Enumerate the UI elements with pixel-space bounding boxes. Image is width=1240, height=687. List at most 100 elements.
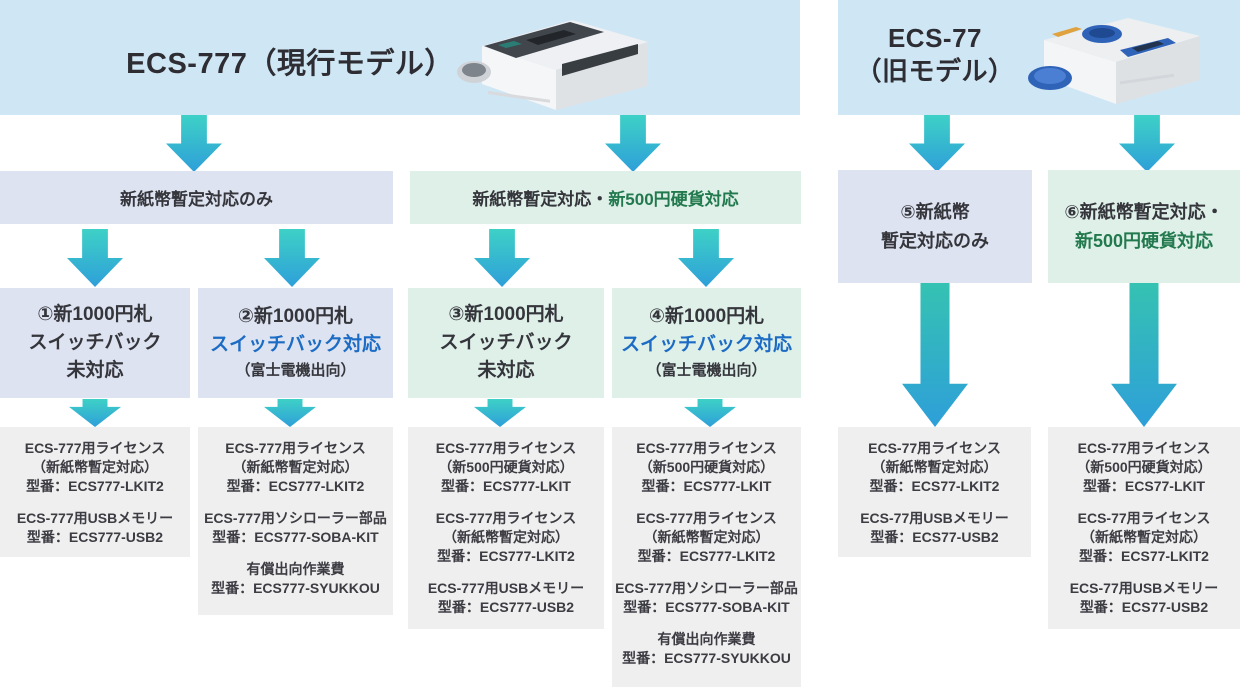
part-line: 型番：ECS777-USB2 bbox=[437, 599, 575, 615]
part-line: 型番：ECS777-SYUKKOU bbox=[211, 580, 380, 596]
part-line: 型番：ECS77-LKIT bbox=[1082, 478, 1206, 494]
level2-box-banknote-and-coin: 新紙幣暫定対応・新500円硬貨対応 bbox=[410, 171, 801, 224]
part-line: （新500円硬貨対応） bbox=[438, 459, 574, 475]
part-item: ECS-777用USBメモリー型番：ECS777-USB2 bbox=[0, 509, 190, 547]
part-line: 型番：ECS777-SOBA-KIT bbox=[212, 529, 379, 545]
level3-box-1-line3: 未対応 bbox=[66, 360, 124, 381]
level3-box-3-line1: ③新1000円札 bbox=[448, 304, 564, 325]
part-line: 型番：ECS77-USB2 bbox=[1079, 599, 1209, 615]
level3-box-3-switchback-not-supported: ③新1000円札 スイッチバック 未対応 bbox=[408, 288, 604, 398]
level2-box-6-banknote-and-coin: ⑥新紙幣暫定対応・ 新500円硬貨対応 bbox=[1048, 170, 1240, 283]
part-item: ECS-777用ライセンス（新紙幣暫定対応）型番：ECS777-LKIT2 bbox=[198, 439, 393, 496]
part-line: ECS-777用ライセンス bbox=[24, 440, 166, 456]
level3-box-4-line2: スイッチバック対応 bbox=[620, 334, 792, 355]
part-item: ECS-777用ソシローラー部品型番：ECS777-SOBA-KIT bbox=[612, 579, 801, 617]
label-green-part: 新500円硬貨対応 bbox=[608, 190, 739, 209]
part-item: ECS-777用ライセンス （新500円硬貨対応） 型番：ECS777-LKIT bbox=[408, 439, 604, 496]
part-line: ECS-777用ライセンス bbox=[636, 440, 777, 456]
part-line: ECS-777用ライセンス bbox=[435, 440, 577, 456]
level2-box-banknote-and-coin-label: 新紙幣暫定対応・新500円硬貨対応 bbox=[472, 185, 738, 210]
part-item: ECS-77用USBメモリー型番：ECS77-USB2 bbox=[838, 509, 1031, 547]
level3-box-4-switchback-supported: ④新1000円札 スイッチバック対応 （富士電機出向） bbox=[612, 288, 801, 398]
small-down-arrow-icon bbox=[264, 399, 316, 427]
part-line: 有償出向作業費 bbox=[246, 561, 345, 577]
down-arrow-icon bbox=[166, 115, 222, 172]
down-arrow-icon bbox=[909, 115, 965, 172]
part-line: （新紙幣暫定対応） bbox=[871, 459, 998, 475]
level2-box-banknote-only-label: 新紙幣暫定対応のみ bbox=[120, 190, 273, 209]
part-line: ECS-777用ライセンス bbox=[435, 510, 577, 526]
part-line: （新紙幣暫定対応） bbox=[643, 529, 770, 545]
level2-box-banknote-only: 新紙幣暫定対応のみ bbox=[0, 171, 393, 224]
part-item: ECS-777用ライセンス （新紙幣暫定対応） 型番：ECS777-LKIT2 bbox=[408, 509, 604, 566]
part-line: ECS-777用ライセンス bbox=[636, 510, 777, 526]
part-line: （新紙幣暫定対応） bbox=[232, 459, 359, 475]
level3-box-2-line1: ②新1000円札 bbox=[237, 306, 354, 327]
part-item: ECS-77用ライセンス（新紙幣暫定対応）型番：ECS77-LKIT2 bbox=[1048, 509, 1240, 566]
part-line: 型番：ECS77-USB2 bbox=[870, 529, 999, 545]
current-model-title: ECS-777（現行モデル） bbox=[126, 48, 454, 80]
part-line: （新500円硬貨対応） bbox=[1076, 459, 1212, 475]
part-line: ECS-777用USBメモリー bbox=[16, 510, 174, 526]
part-line: 型番：ECS77-LKIT2 bbox=[1079, 548, 1209, 564]
part-item: ECS-77用ライセンス（新紙幣暫定対応）型番：ECS77-LKIT2 bbox=[838, 439, 1031, 496]
down-arrow-icon bbox=[264, 229, 320, 287]
part-line: 型番：ECS777-SOBA-KIT bbox=[623, 599, 790, 615]
part-line: 型番：ECS777-USB2 bbox=[26, 529, 164, 545]
part-item: ECS-777用ライセンス （新紙幣暫定対応） 型番：ECS777-LKIT2 bbox=[612, 509, 801, 566]
ecs77-machine-photo bbox=[1028, 18, 1200, 104]
part-line: 型番：ECS777-LKIT2 bbox=[26, 478, 164, 494]
label-plain-part: 新紙幣暫定対応・ bbox=[472, 190, 609, 209]
part-item: ECS-77用USBメモリー型番：ECS77-USB2 bbox=[1048, 579, 1240, 617]
level3-box-2-switchback-supported: ②新1000円札 スイッチバック対応 （富士電機出向） bbox=[198, 288, 393, 398]
part-item: 有償出向作業費型番：ECS777-SYUKKOU bbox=[198, 560, 393, 598]
part-line: 有償出向作業費 bbox=[657, 631, 756, 647]
part-item: 有償出向作業費型番：ECS777-SYUKKOU bbox=[612, 630, 801, 668]
part-line: ECS-777用ソシローラー部品 bbox=[204, 510, 387, 526]
small-down-arrow-icon bbox=[69, 399, 121, 427]
level2-box-5-line1: ⑤新紙幣 bbox=[900, 201, 970, 222]
part-line: ECS-777用USBメモリー bbox=[427, 580, 585, 596]
part-item: ECS-777用ライセンス（新500円硬貨対応）型番：ECS777-LKIT bbox=[612, 439, 801, 496]
part-line: 型番：ECS777-SYUKKOU bbox=[622, 650, 791, 666]
part-item: ECS-777用ライセンス （新紙幣暫定対応） 型番：ECS777-LKIT2 bbox=[0, 439, 190, 496]
header-current-model: ECS-777（現行モデル） bbox=[0, 0, 800, 115]
part-line: 型番：ECS777-LKIT2 bbox=[226, 478, 365, 494]
part-line: 型番：ECS777-LKIT bbox=[441, 478, 571, 494]
part-line: （新紙幣暫定対応） bbox=[32, 459, 158, 475]
level3-box-3-line2: スイッチバック bbox=[439, 332, 573, 353]
level3-box-2-line3: （富士電機出向） bbox=[235, 362, 356, 379]
long-down-arrow-icon bbox=[902, 283, 968, 427]
small-down-arrow-icon bbox=[474, 399, 526, 427]
level3-box-4-line1: ④新1000円札 bbox=[648, 306, 765, 327]
parts-box-6: ECS-77用ライセンス （新500円硬貨対応） 型番：ECS77-LKIT ECS-… bbox=[1048, 427, 1240, 629]
part-line: ECS-77用USBメモリー bbox=[1069, 580, 1219, 596]
part-line: ECS-77用USBメモリー bbox=[860, 510, 1009, 526]
level3-box-4-line3: （富士電機出向） bbox=[646, 362, 767, 379]
part-line: 型番：ECS777-LKIT2 bbox=[637, 548, 776, 564]
level2-box-5-banknote-only: ⑤新紙幣 暫定対応のみ bbox=[838, 170, 1032, 283]
down-arrow-icon bbox=[605, 115, 661, 172]
part-item: ECS-77用ライセンス（新500円硬貨対応）型番：ECS77-LKIT bbox=[1048, 439, 1240, 496]
level3-box-3-line3: 未対応 bbox=[477, 360, 535, 381]
part-line: 型番：ECS77-LKIT2 bbox=[869, 478, 1000, 494]
part-line: ECS-77用ライセンス bbox=[1077, 510, 1211, 526]
down-arrow-icon bbox=[678, 229, 734, 287]
header-old-model: ECS-77 （旧モデル） bbox=[838, 0, 1240, 115]
part-item: ECS-777用USBメモリー型番：ECS777-USB2 bbox=[408, 579, 604, 617]
level3-box-1-line1: ①新1000円札 bbox=[37, 304, 153, 325]
down-arrow-icon bbox=[1119, 115, 1175, 172]
down-arrow-icon bbox=[474, 229, 530, 287]
small-down-arrow-icon bbox=[684, 399, 736, 427]
part-line: （新紙幣暫定対応） bbox=[443, 529, 569, 545]
down-arrow-icon bbox=[67, 229, 123, 287]
level2-box-6-line2: 新500円硬貨対応 bbox=[1074, 230, 1214, 251]
old-model-title-line2: （旧モデル） bbox=[855, 56, 1015, 86]
part-line: 型番：ECS777-LKIT2 bbox=[437, 548, 575, 564]
part-line: 型番：ECS777-LKIT bbox=[641, 478, 772, 494]
